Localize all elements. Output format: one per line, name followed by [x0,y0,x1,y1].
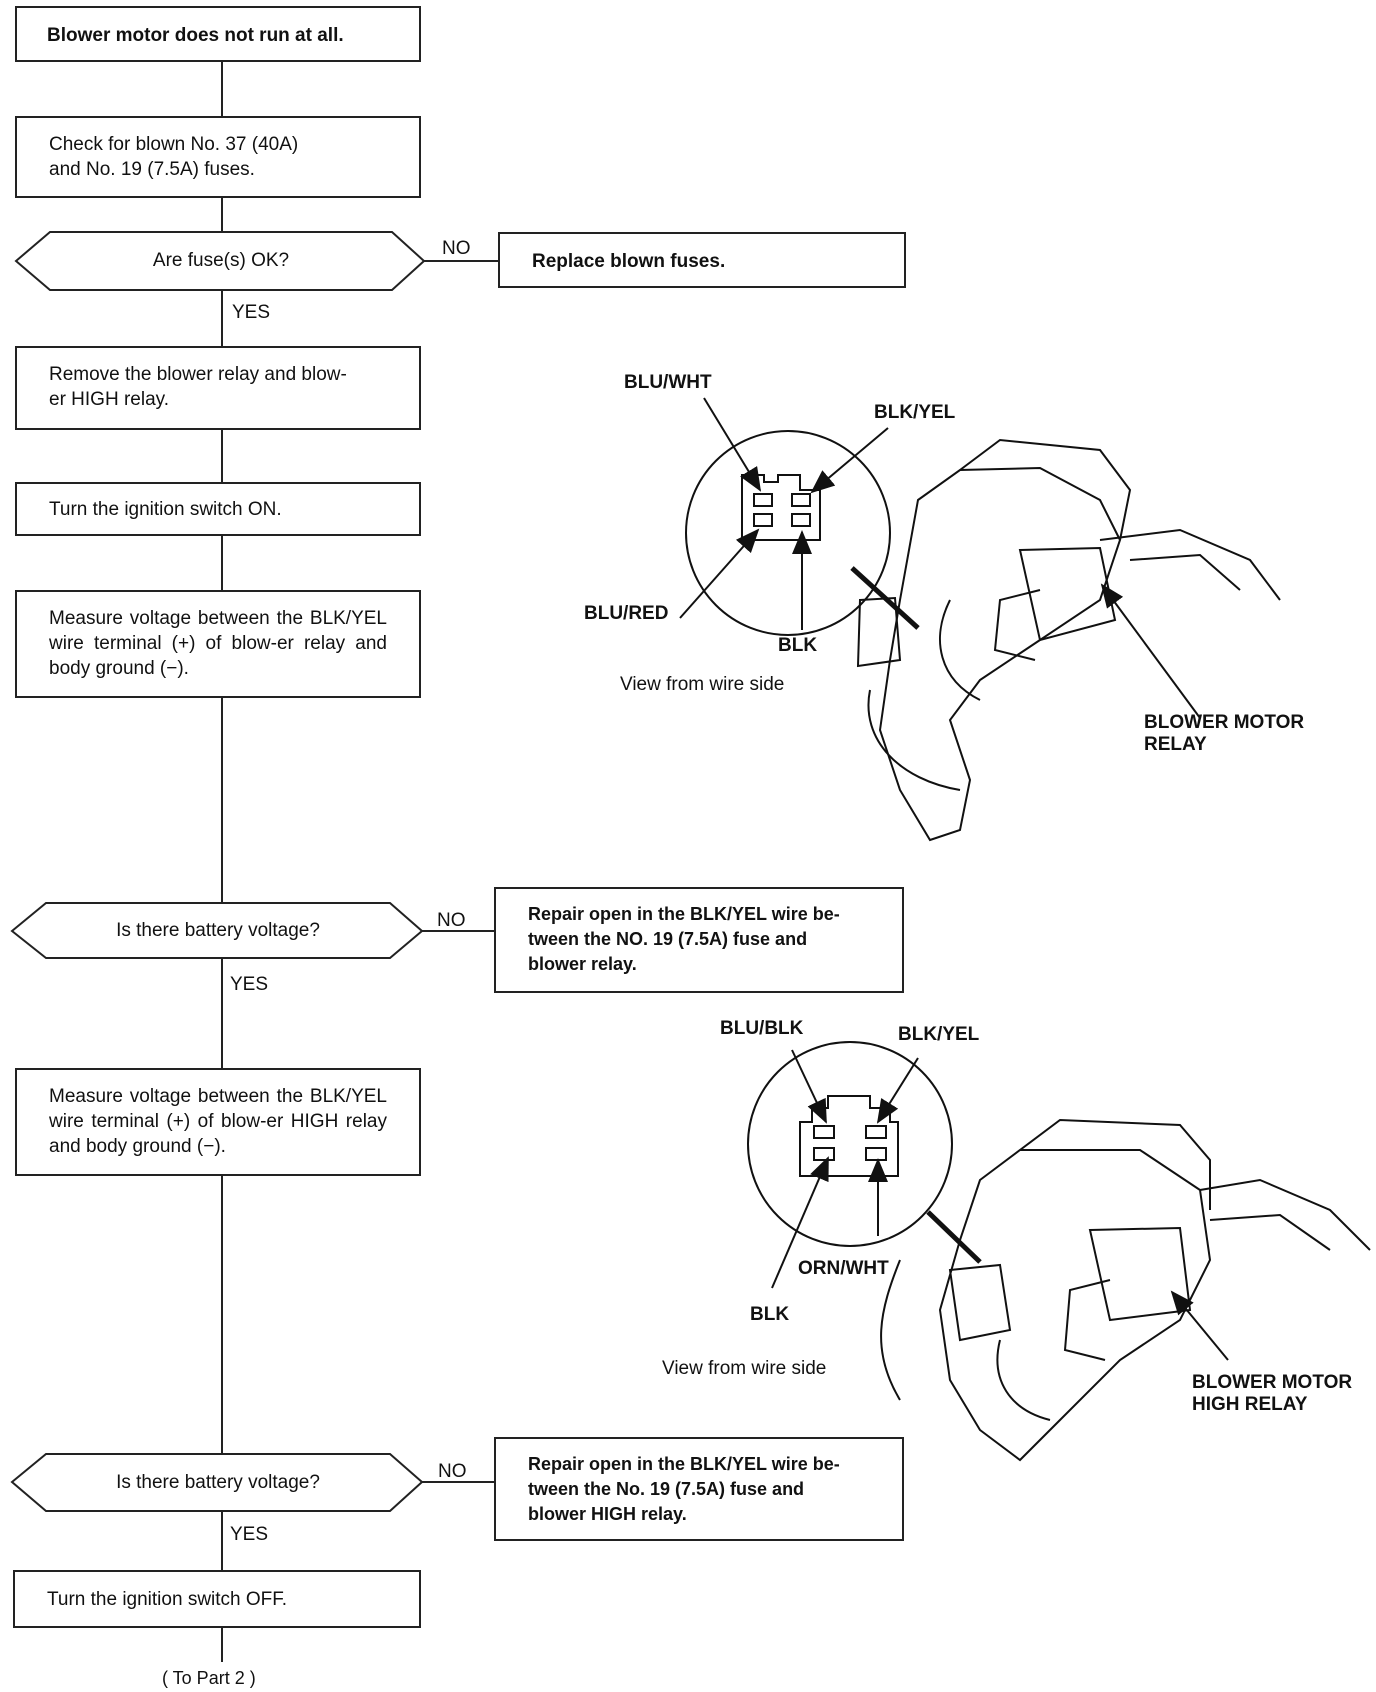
action-text: Repair open in the BLK/YEL wire be- twee… [528,1454,840,1524]
decision-battery-voltage-relay: Is there battery voltage? [46,918,390,943]
action-repair-relay-wire: Repair open in the BLK/YEL wire be- twee… [494,887,904,993]
blower-housing [938,1149,1212,1462]
callout-arrow [791,1049,827,1124]
relay-bracket [993,589,1041,661]
continuation-label: ( To Part 2 ) [162,1668,256,1688]
terminal-blu-blk [813,1125,835,1139]
no-label: NO [442,238,471,259]
wire-label-blk: BLK [778,635,818,656]
callout-arrow [876,1057,919,1124]
housing-top [959,438,1132,541]
duct-line [1099,528,1281,601]
wire-label-blk-yel: BLK/YEL [898,1024,980,1045]
action-replace-fuses: Replace blown fuses. [498,232,906,288]
component-label-blower-motor-high-relay: BLOWER MOTOR HIGH RELAY [1192,1372,1353,1415]
step-ignition-off: Turn the ignition switch OFF. [13,1570,421,1628]
component-label-blower-motor-relay: BLOWER MOTOR RELAY [1144,712,1305,755]
terminal-blk-yel [791,493,811,507]
housing-top [1019,1118,1211,1210]
callout-arrow [679,528,760,619]
step-text: Measure voltage between the BLK/YEL wire… [49,1086,387,1157]
view-note: View from wire side [620,674,785,695]
decision-question: Are fuse(s) OK? [152,250,290,271]
step-text: Measure voltage between the BLK/YEL wire… [49,608,387,679]
flow-connectors [221,62,498,1662]
step-check-fuses: Check for blown No. 37 (40A) and No. 19 … [15,116,421,198]
terminal-blu-wht [753,493,773,507]
wire-harness [867,689,961,791]
wire-label-blu-red: BLU/RED [584,603,669,624]
step-text: Turn the ignition switch OFF. [47,1589,288,1610]
connector-zoom-circle [685,430,891,636]
wire-label-orn-wht: ORN/WHT [798,1258,889,1279]
step-text: Check for blown No. 37 (40A) and No. 19 … [49,134,299,180]
decision-shape-fuses [14,231,426,291]
callout-arrow [703,397,762,492]
no-label: NO [437,910,466,931]
view-note: View from wire side [662,1358,827,1379]
callout-arrow [771,1156,829,1289]
step-text: Turn the ignition switch ON. [49,499,282,520]
yes-label: YES [230,974,269,995]
blower-relay-illustration [679,397,1281,842]
relay-connector [856,596,902,668]
decision-shape-voltage-high-relay [10,1453,424,1512]
step-remove-relays: Remove the blower relay and blow- er HIG… [15,346,421,430]
step-text: Remove the blower relay and blow- er HIG… [49,364,347,410]
blower-high-relay [1088,1226,1192,1322]
blower-high-relay-illustration [747,1041,1371,1462]
duct-line [1129,553,1241,591]
decision-fuses-ok: Are fuse(s) OK? [50,248,392,273]
leader-wedge [926,1210,982,1264]
relay-bracket [1063,1279,1111,1361]
decision-question: Is there battery voltage? [116,1472,320,1493]
no-label: NO [438,1461,467,1482]
wire-harness [996,1339,1051,1421]
step-measure-relay-voltage: Measure voltage between the BLK/YEL wire… [15,590,421,698]
connector-face [741,474,821,541]
duct-line [1199,1178,1371,1251]
yes-label: YES [232,302,271,323]
terminal-blk [813,1147,835,1161]
step-symptom: Blower motor does not run at all. [15,6,421,62]
decision-battery-voltage-high-relay: Is there battery voltage? [46,1470,390,1495]
action-text: Replace blown fuses. [532,251,726,272]
step-measure-high-relay-voltage: Measure voltage between the BLK/YEL wire… [15,1068,421,1176]
wire-label-blu-wht: BLU/WHT [624,372,712,393]
callout-arrow [1170,1290,1229,1361]
terminal-blu-red [753,513,773,527]
wire-label-blk: BLK [750,1304,790,1325]
wire-harness [939,599,981,701]
body-panel [880,1259,901,1401]
terminal-blk-yel [865,1125,887,1139]
blower-housing [878,466,1122,842]
terminal-orn-wht [865,1147,887,1161]
yes-label: YES [230,1524,269,1545]
blower-motor-relay [1018,546,1117,642]
decision-question: Is there battery voltage? [116,920,320,941]
decision-shape-voltage-relay [10,902,424,959]
action-text: Repair open in the BLK/YEL wire be- twee… [528,904,840,974]
callout-arrow [1100,583,1201,719]
step-ignition-on: Turn the ignition switch ON. [15,482,421,536]
step-text: Blower motor does not run at all. [47,25,344,46]
relay-connector [948,1263,1012,1342]
wire-label-blu-blk: BLU/BLK [720,1018,804,1039]
duct-line [1209,1213,1331,1251]
action-repair-high-relay-wire: Repair open in the BLK/YEL wire be- twee… [494,1437,904,1541]
connector-zoom-circle [747,1041,953,1247]
wire-label-blk-yel: BLK/YEL [874,402,956,423]
terminal-blk [791,513,811,527]
callout-arrow [810,427,889,494]
